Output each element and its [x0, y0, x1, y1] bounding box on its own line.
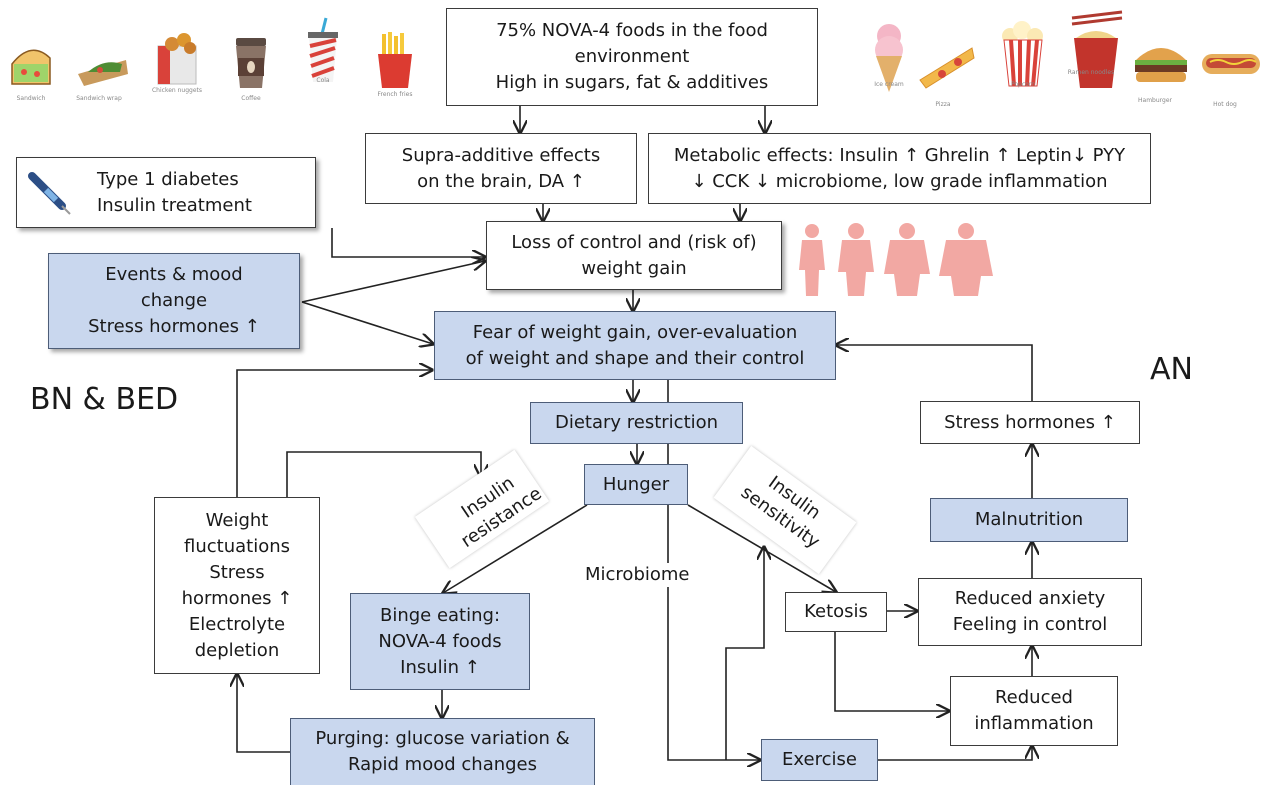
insulin-pen-icon: [28, 172, 71, 215]
loss-of-control-line1: Loss of control and (risk of): [511, 231, 757, 253]
hamburger-icon: Hamburger: [1130, 36, 1192, 104]
reduced-inflammation-line1: Reduced: [994, 687, 1073, 708]
type1-diabetes-box: Type 1 diabetes Insulin treatment: [16, 157, 316, 228]
purging-box: Purging: glucose variation & Rapid mood …: [290, 718, 595, 785]
metabolic-effects-line2: ↓ CCK ↓ microbiome, low grade inflammati…: [691, 170, 1108, 192]
fear-of-weight-gain-box: Fear of weight gain, over-evaluation of …: [434, 311, 836, 380]
reduced-anxiety-line2: Feeling in control: [952, 614, 1108, 635]
chicken-nuggets-icon: Chicken nuggets: [152, 26, 202, 94]
weight-fluct-line5: Electrolyte: [188, 613, 286, 635]
dietary-restriction-box: Dietary restriction: [530, 402, 743, 444]
type1-diabetes-line2: Insulin treatment: [97, 194, 252, 216]
ketosis-label: Ketosis: [804, 601, 868, 622]
binge-eating-box: Binge eating: NOVA-4 foods Insulin ↑: [350, 593, 530, 690]
malnutrition-box: Malnutrition: [930, 498, 1128, 542]
weight-fluct-line6: depletion: [194, 639, 280, 661]
purging-line1: Purging: glucose variation &: [315, 728, 570, 749]
supra-additive-line2: on the brain, DA ↑: [417, 170, 585, 192]
fear-line2: of weight and shape and their control: [465, 347, 805, 369]
reduced-anxiety-line1: Reduced anxiety: [954, 588, 1106, 609]
an-label: AN: [1150, 352, 1193, 387]
hunger-label: Hunger: [602, 473, 670, 495]
noodles-box-icon: Ramen noodles: [1066, 8, 1126, 88]
weight-fluct-line1: Weight: [205, 509, 269, 531]
events-mood-line3: Stress hormones ↑: [88, 316, 260, 337]
ketosis-box: Ketosis: [785, 592, 887, 632]
stress-hormones-an-box: Stress hormones ↑: [920, 401, 1140, 444]
hot-dog-icon: Hot dog: [1200, 40, 1262, 108]
loss-of-control-box: Loss of control and (risk of) weight gai…: [486, 221, 782, 290]
food-environment-box: 75% NOVA-4 foods in the food environment…: [446, 8, 818, 106]
stress-hormones-an-label: Stress hormones ↑: [944, 411, 1116, 433]
supra-additive-line1: Supra-additive effects: [401, 144, 601, 166]
exercise-label: Exercise: [782, 749, 857, 770]
french-fries-icon: French fries: [370, 30, 420, 98]
reduced-inflammation-line2: inflammation: [974, 713, 1094, 734]
weight-fluct-line3: Stress: [209, 561, 265, 583]
food-environment-line3: High in sugars, fat & additives: [495, 72, 769, 93]
supra-additive-box: Supra-additive effects on the brain, DA …: [365, 133, 637, 204]
dietary-restriction-label: Dietary restriction: [554, 412, 719, 433]
malnutrition-label: Malnutrition: [974, 509, 1084, 530]
cola-cup-icon: Cola: [298, 16, 348, 84]
hunger-box: Hunger: [584, 464, 688, 505]
reduced-inflammation-box: Reduced inflammation: [950, 676, 1118, 746]
body-silhouette-icon: [884, 223, 930, 296]
binge-eating-line2: NOVA-4 foods: [378, 630, 502, 652]
weight-fluct-line4: hormones ↑: [181, 587, 293, 609]
wrap-icon: Sandwich wrap: [74, 34, 132, 102]
food-environment-line1: 75% NOVA-4 foods in the food: [496, 20, 768, 41]
reduced-anxiety-box: Reduced anxiety Feeling in control: [918, 578, 1142, 646]
events-mood-line1: Events & mood: [105, 264, 243, 285]
metabolic-effects-line1: Metabolic effects: Insulin ↑ Ghrelin ↑ L…: [673, 144, 1126, 166]
binge-eating-line3: Insulin ↑: [400, 656, 480, 678]
fear-line1: Fear of weight gain, over-evaluation: [472, 321, 798, 343]
exercise-box: Exercise: [761, 739, 878, 781]
metabolic-effects-box: Metabolic effects: Insulin ↑ Ghrelin ↑ L…: [648, 133, 1151, 204]
events-mood-box: Events & mood change Stress hormones ↑: [48, 253, 300, 349]
popcorn-icon: Popcorn: [998, 20, 1048, 88]
sandwich-icon: Sandwich: [6, 34, 56, 102]
weight-fluctuations-box: Weight fluctuations Stress hormones ↑ El…: [154, 497, 320, 674]
binge-eating-line1: Binge eating:: [379, 604, 501, 626]
ice-cream-icon: Ice cream: [864, 20, 914, 92]
weight-fluct-line2: fluctuations: [184, 535, 290, 557]
food-environment-line2: environment: [574, 46, 690, 67]
events-mood-line2: change: [140, 290, 208, 311]
body-silhouette-icon: [799, 224, 825, 296]
loss-of-control-line2: weight gain: [581, 257, 687, 279]
coffee-cup-icon: Coffee: [226, 34, 276, 102]
body-silhouette-icon: [838, 223, 874, 296]
type1-diabetes-line1: Type 1 diabetes: [97, 168, 239, 190]
bn-bed-label: BN & BED: [30, 382, 179, 417]
body-silhouette-icon: [939, 223, 993, 296]
pizza-slice-icon: Pizza: [918, 40, 976, 108]
microbiome-label: Microbiome: [583, 563, 692, 587]
purging-line2: Rapid mood changes: [347, 754, 538, 775]
